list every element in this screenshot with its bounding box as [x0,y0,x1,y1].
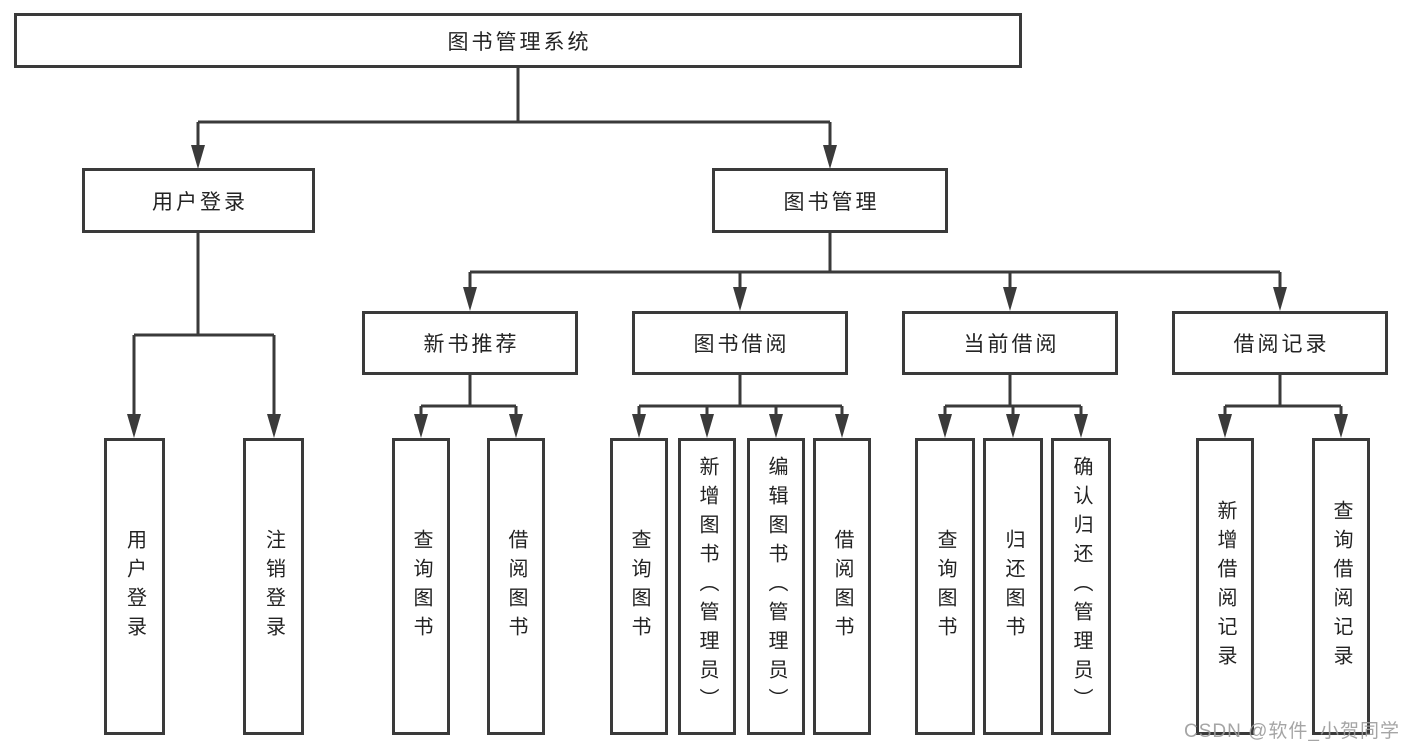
leaf-borrow-books-borrowing: 借阅图书 [813,438,871,735]
arrowhead [509,414,523,438]
node-root-library-system: 图书管理系统 [14,13,1022,68]
leaf-add-books-admin-label: 新增图书（管理员） [696,456,718,717]
node-book-management: 图书管理 [712,168,948,233]
node-root-label: 图书管理系统 [447,30,592,54]
leaf-borrow-books-borrowing-label: 借阅图书 [831,528,853,645]
arrowhead [1074,414,1088,438]
arrowhead [1273,287,1287,311]
connector-recommend-to-leaves [419,375,518,419]
leaf-borrow-books-recommend: 借阅图书 [487,438,545,735]
leaf-return-books: 归还图书 [983,438,1043,735]
leaf-query-books-borrowing-label: 查询图书 [628,528,650,645]
connector-records-to-leaves [1223,375,1343,419]
leaf-edit-books-admin: 编辑图书（管理员） [747,438,805,735]
node-current-borrowing-label: 当前借阅 [963,333,1060,356]
leaf-query-books-recommend: 查询图书 [392,438,450,735]
leaf-confirm-return-admin: 确认归还（管理员） [1051,438,1111,735]
leaf-return-books-label: 归还图书 [1002,528,1024,645]
leaf-user-login: 用户登录 [104,438,165,735]
node-book-management-label: 图书管理 [783,190,880,214]
node-new-book-recommend-label: 新书推荐 [423,333,520,356]
node-borrowing-records-label: 借阅记录 [1233,333,1330,356]
arrowhead [463,287,477,311]
arrowhead [414,414,428,438]
arrowhead [1006,414,1020,438]
arrowhead [267,414,281,438]
leaf-add-borrow-record-label: 新增借阅记录 [1214,499,1236,674]
connector-bookmgmt-to-level3 [468,233,1282,292]
leaf-query-borrow-record-label: 查询借阅记录 [1330,499,1352,674]
connector-userlogin-to-leaves [132,233,276,419]
node-new-book-recommend: 新书推荐 [362,311,578,375]
leaf-borrow-books-recommend-label: 借阅图书 [505,528,527,645]
leaf-confirm-return-admin-label: 确认归还（管理员） [1070,456,1092,717]
arrowhead [700,414,714,438]
arrowhead [823,145,837,169]
leaf-query-books-recommend-label: 查询图书 [410,528,432,645]
arrowhead [1218,414,1232,438]
connector-root-to-level2 [196,68,832,150]
csdn-watermark: CSDN @软件_小贺同学 [1184,721,1400,742]
leaf-add-books-admin: 新增图书（管理员） [678,438,736,735]
leaf-query-books-borrowing: 查询图书 [610,438,668,735]
node-user-login-label: 用户登录 [152,190,248,214]
leaf-user-login-label: 用户登录 [123,528,146,645]
arrowhead [632,414,646,438]
node-book-borrowing-label: 图书借阅 [693,333,790,356]
arrowhead [835,414,849,438]
leaf-query-books-current-label: 查询图书 [934,528,956,645]
arrowhead [1003,287,1017,311]
leaf-logout-label: 注销登录 [262,528,285,645]
arrowhead [1334,414,1348,438]
leaf-query-books-current: 查询图书 [915,438,975,735]
leaf-query-borrow-record: 查询借阅记录 [1312,438,1370,735]
arrowhead [938,414,952,438]
leaf-add-borrow-record: 新增借阅记录 [1196,438,1254,735]
connector-borrowing-to-leaves [637,375,844,419]
node-borrowing-records: 借阅记录 [1172,311,1388,375]
node-book-borrowing: 图书借阅 [632,311,848,375]
node-user-login: 用户登录 [82,168,315,233]
arrowhead [127,414,141,438]
node-current-borrowing: 当前借阅 [902,311,1118,375]
arrowhead [191,145,205,169]
leaf-edit-books-admin-label: 编辑图书（管理员） [765,456,787,717]
arrowhead [733,287,747,311]
leaf-logout: 注销登录 [243,438,304,735]
connector-current-to-leaves [943,375,1083,419]
arrowhead [769,414,783,438]
